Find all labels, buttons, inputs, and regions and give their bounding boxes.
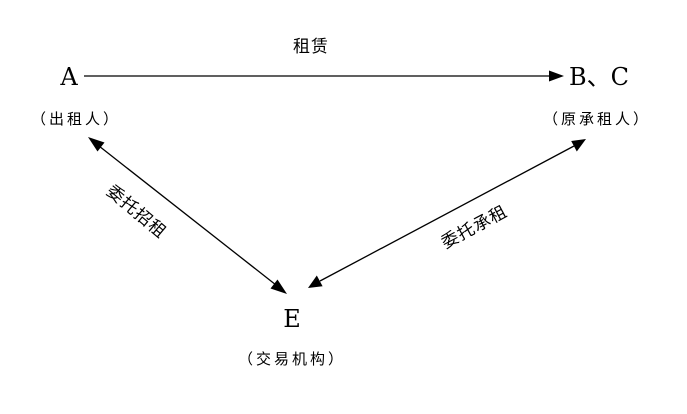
node-e-role: （交易机构） [238, 350, 346, 368]
edge-bc-e: 委托承租 [308, 139, 586, 288]
node-bc-letter: B、C [569, 63, 629, 91]
edge-bc-e-line [319, 145, 575, 282]
edge-a-e-line [98, 145, 277, 286]
edge-bc-e-label: 委托承租 [438, 202, 511, 253]
node-a-role: （出租人） [31, 110, 121, 128]
node-bc-role: （原承租人） [543, 110, 651, 128]
edge-bc-e-arrowhead-e [308, 275, 323, 288]
node-a: A （出租人） [31, 63, 121, 128]
edge-a-e-arrowhead-a [88, 137, 105, 152]
node-e-letter: E [283, 305, 301, 333]
edge-a-e-label: 委托招租 [102, 181, 170, 243]
edge-bc-e-arrowhead-bc [571, 139, 586, 152]
edge-a-e: 委托招租 [88, 137, 287, 294]
edge-a-e-arrowhead-e [270, 279, 287, 294]
node-bc: B、C （原承租人） [543, 63, 651, 128]
edge-a-to-bc-label: 租赁 [293, 37, 329, 57]
edge-a-to-bc: 租赁 [84, 37, 564, 82]
edge-a-to-bc-arrowhead [549, 70, 564, 82]
node-a-letter: A [59, 63, 78, 91]
node-e: E （交易机构） [238, 305, 346, 368]
